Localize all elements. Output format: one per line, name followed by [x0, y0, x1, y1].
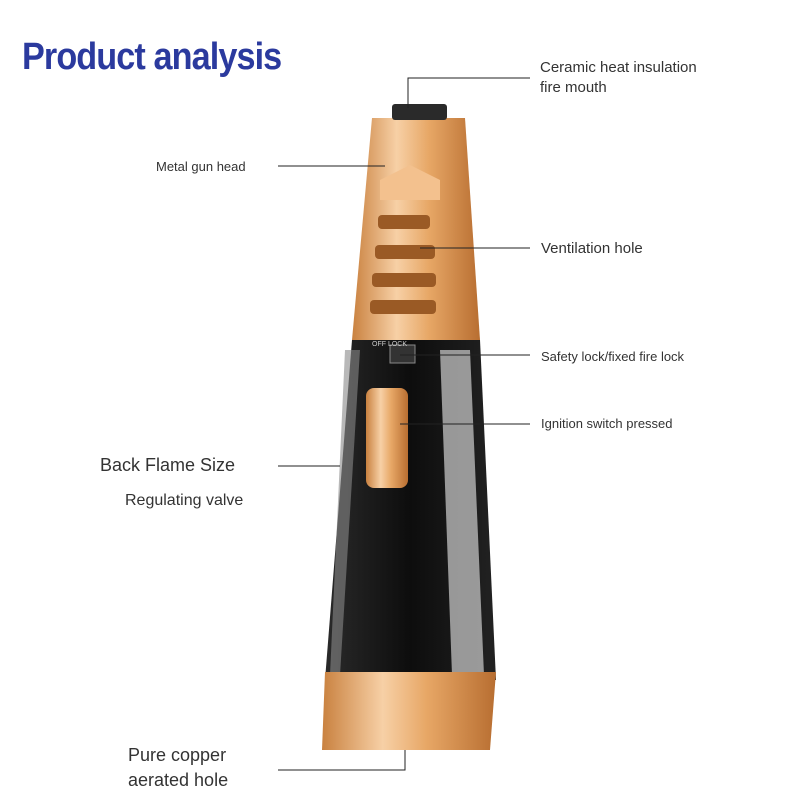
- label-regulating-valve: Regulating valve: [125, 492, 244, 509]
- ignition-button: [366, 388, 408, 488]
- label-pure-copper: Pure copper: [128, 745, 227, 765]
- label-ignition-switch: Ignition switch pressed: [541, 416, 673, 431]
- copper-base: [322, 672, 496, 750]
- gun-head: [352, 104, 480, 340]
- leader-lines: [278, 77, 530, 771]
- label-metal-gun-head: Metal gun head: [156, 159, 246, 174]
- lighter-body: OFF LOCK: [325, 340, 496, 680]
- label-aerated-hole: aerated hole: [128, 770, 229, 790]
- label-ceramic-2: fire mouth: [540, 79, 607, 96]
- label-safety-lock: Safety lock/fixed fire lock: [541, 349, 685, 364]
- label-ventilation-hole: Ventilation hole: [541, 240, 643, 257]
- page-title: Product analysis: [22, 36, 282, 78]
- fire-mouth: [392, 104, 447, 120]
- safety-lock-switch: [389, 344, 416, 364]
- label-back-flame: Back Flame Size: [100, 455, 236, 475]
- label-ceramic-1: Ceramic heat insulation: [540, 59, 697, 76]
- svg-text:OFF LOCK: OFF LOCK: [372, 341, 407, 348]
